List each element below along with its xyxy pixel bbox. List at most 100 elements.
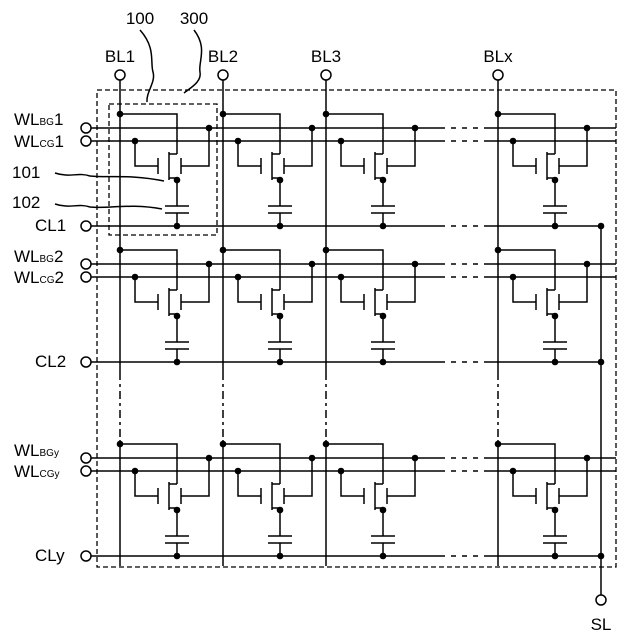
control-gate-wire (559, 264, 587, 302)
back-gate-wire (238, 141, 261, 166)
svg-text:BLx: BLx (483, 47, 513, 66)
row-line-terminal (81, 136, 91, 146)
row-line-terminal (81, 123, 91, 133)
svg-text:WLCGy: WLCGy (14, 462, 60, 481)
drain-source-stubs (272, 290, 280, 314)
back-gate-wire (238, 471, 261, 496)
cl-1-label: CL1 (35, 216, 66, 235)
wl-bg-1-tail: 1 (54, 110, 63, 129)
wl-cg-y-main: WL (14, 462, 40, 481)
ref-300: 300 (180, 9, 208, 28)
control-gate-wire (181, 264, 209, 302)
capacitor-cl-junction (277, 553, 284, 560)
wl-cg-y-sub: CGy (40, 469, 60, 480)
cg-gate-junction (309, 261, 316, 268)
capacitor-cl-junction (552, 223, 559, 230)
sl-label: SL (591, 615, 612, 634)
drain-source-stubs (547, 290, 555, 314)
cg-gate-junction (206, 125, 213, 132)
back-gate-wire (135, 277, 158, 302)
row-line-terminal (81, 551, 91, 561)
drain-wire (326, 444, 383, 484)
wl-cg-1-sub: CG (40, 139, 55, 150)
drain-wire (120, 114, 177, 154)
capacitor-cl-junction (277, 223, 284, 230)
row-line-terminal (81, 272, 91, 282)
drain-source-stubs (169, 290, 177, 314)
back-gate-wire (513, 141, 536, 166)
drain-wire (223, 250, 280, 290)
capacitor-cl-junction (380, 359, 387, 366)
source-line-terminal (596, 595, 606, 605)
svg-text:WLBG1: WLBG1 (14, 110, 63, 129)
svg-text:CLy: CLy (35, 546, 65, 565)
cg-gate-junction (206, 261, 213, 268)
control-gate-wire (387, 264, 415, 302)
capacitor-cl-junction (174, 553, 181, 560)
cell-outline-100 (109, 104, 217, 235)
cg-gate-junction (309, 455, 316, 462)
capacitor-cl-junction (174, 359, 181, 366)
drain-wire (223, 444, 280, 484)
circuit (81, 70, 616, 605)
cl-y-main: CL (35, 546, 56, 565)
drain-source-stubs (375, 290, 383, 314)
capacitor-cl-junction (552, 553, 559, 560)
svg-text:WLCG2: WLCG2 (14, 268, 64, 287)
control-gate-wire (181, 458, 209, 496)
svg-text:WLBGy: WLBGy (14, 441, 59, 460)
control-gate-wire (181, 128, 209, 166)
wl-cg-2-main: WL (14, 268, 40, 287)
wl-bg-y-main: WL (14, 441, 40, 460)
bitline-labels: BL1 BL2 BL3 BLx (105, 47, 513, 66)
back-gate-wire (135, 471, 158, 496)
svg-text:WLBG2: WLBG2 (14, 247, 63, 266)
wl-cg-1-tail: 1 (55, 132, 64, 151)
back-gate-wire (513, 471, 536, 496)
ref-100: 100 (126, 9, 154, 28)
control-gate-wire (387, 128, 415, 166)
source-line-junction (598, 359, 605, 366)
wl-cg-1-main: WL (14, 132, 40, 151)
row-line-terminal (81, 259, 91, 269)
drain-source-stubs (547, 484, 555, 508)
drain-source-stubs (272, 484, 280, 508)
cg-gate-junction (412, 455, 419, 462)
drain-source-stubs (272, 154, 280, 178)
bitline-terminal (321, 70, 331, 80)
cg-gate-junction (412, 125, 419, 132)
drain-source-stubs (547, 154, 555, 178)
back-gate-wire (341, 141, 364, 166)
back-gate-wire (341, 277, 364, 302)
cg-gate-junction (584, 455, 591, 462)
drain-wire (498, 444, 555, 484)
drain-wire (326, 114, 383, 154)
bitline-terminal (115, 70, 125, 80)
cg-gate-junction (584, 125, 591, 132)
bl-2-label: BL2 (208, 47, 238, 66)
capacitor-cl-junction (277, 359, 284, 366)
back-gate-wire (238, 277, 261, 302)
row-line-terminal (81, 357, 91, 367)
wl-bg-1-main: WL (14, 110, 40, 129)
drain-source-stubs (375, 484, 383, 508)
capacitor-cl-junction (174, 223, 181, 230)
source-line-junction (598, 553, 605, 560)
back-gate-wire (135, 141, 158, 166)
drain-wire (120, 444, 177, 484)
control-gate-wire (284, 128, 312, 166)
wl-bg-2-main: WL (14, 247, 40, 266)
bl-x-sub: x (504, 47, 513, 66)
ref-102: 102 (12, 193, 40, 212)
drain-wire (120, 250, 177, 290)
wl-bg-2-sub: BG (40, 254, 55, 265)
control-gate-wire (387, 458, 415, 496)
cg-gate-junction (206, 455, 213, 462)
drain-source-stubs (169, 484, 177, 508)
drain-wire (326, 250, 383, 290)
cl-y-sub: y (56, 546, 65, 565)
back-gate-wire (513, 277, 536, 302)
drain-source-stubs (169, 154, 177, 178)
bitline-terminal (493, 70, 503, 80)
